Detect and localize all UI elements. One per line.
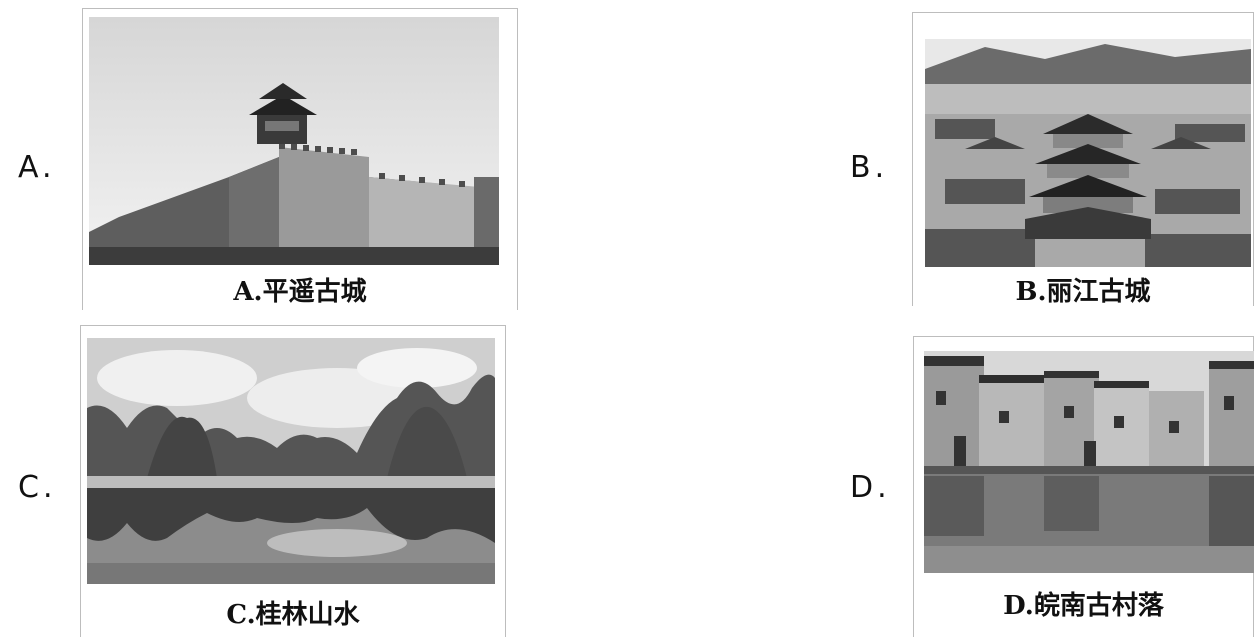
guilin-landscape-photo (87, 338, 495, 584)
option-d-letter: D. (850, 470, 891, 505)
option-c-card: C.桂林山水 (80, 325, 506, 637)
option-a-caption: A.平遥古城 (233, 277, 367, 307)
option-b-caption: B.丽江古城 (1015, 277, 1151, 307)
option-d-caption: D.皖南古村落 (1003, 591, 1164, 621)
option-b-letter: B. (850, 150, 889, 185)
option-a-letter: A. (18, 150, 56, 185)
option-c-letter: C. (18, 470, 57, 505)
option-d-card: D.皖南古村落 (913, 336, 1254, 637)
lijiang-old-town-photo (925, 39, 1251, 267)
option-a-card: A.平遥古城 (82, 8, 518, 310)
wannan-village-photo (924, 351, 1254, 573)
option-b-card: B.丽江古城 (912, 12, 1254, 307)
pingyao-city-wall-photo (89, 17, 499, 265)
option-c-caption: C.桂林山水 (226, 600, 360, 630)
